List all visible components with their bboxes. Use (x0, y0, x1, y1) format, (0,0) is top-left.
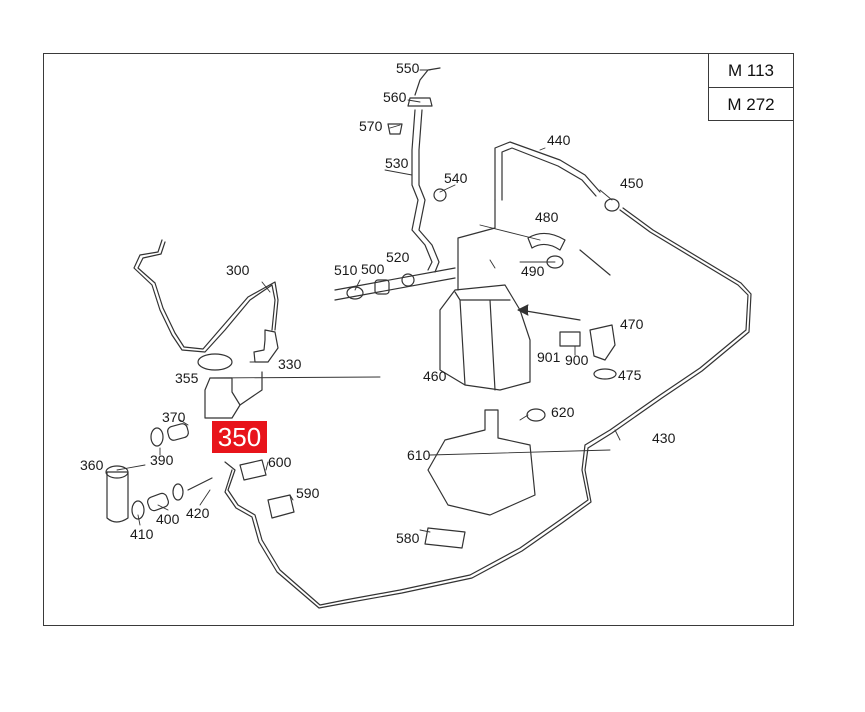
label-620[interactable]: 620 (551, 404, 575, 420)
hose-550[interactable] (414, 67, 441, 96)
hose-530[interactable] (411, 109, 433, 271)
label-440[interactable]: 440 (547, 132, 571, 148)
clamp-510[interactable] (346, 286, 364, 300)
label-530[interactable]: 530 (385, 155, 409, 171)
model-m113[interactable]: M 113 (709, 54, 793, 88)
bracket-590[interactable] (267, 494, 295, 519)
highlight-350-label[interactable]: 350 (218, 422, 261, 452)
label-430[interactable]: 430 (652, 430, 676, 446)
hose-400[interactable] (146, 492, 170, 512)
bracket-600[interactable] (239, 459, 267, 481)
label-540[interactable]: 540 (444, 170, 468, 186)
label-570[interactable]: 570 (359, 118, 383, 134)
elbow-330[interactable] (253, 329, 279, 363)
highlight-350-bg (212, 421, 267, 453)
label-355[interactable]: 355 (175, 370, 199, 386)
clamp-420[interactable] (172, 483, 184, 501)
label-500[interactable]: 500 (361, 261, 385, 277)
clamp-390[interactable] (150, 427, 164, 447)
filter-360[interactable] (106, 471, 129, 523)
label-450[interactable]: 450 (620, 175, 644, 191)
clamp-450[interactable] (604, 198, 620, 212)
plug-570[interactable] (387, 123, 403, 135)
cap-560[interactable] (407, 97, 433, 107)
label-900[interactable]: 900 (565, 352, 589, 368)
label-560[interactable]: 560 (383, 89, 407, 105)
label-520[interactable]: 520 (386, 249, 410, 265)
label-580[interactable]: 580 (396, 530, 420, 546)
hose-480[interactable] (527, 232, 566, 251)
model-m272[interactable]: M 272 (727, 94, 775, 114)
clamp-520[interactable] (401, 273, 415, 287)
label-475[interactable]: 475 (618, 367, 642, 383)
label-550[interactable]: 550 (396, 60, 420, 76)
seal-475[interactable] (593, 368, 617, 380)
pipe-300[interactable] (133, 239, 276, 353)
label-901[interactable]: 901 (537, 349, 561, 365)
label-300[interactable]: 300 (226, 262, 250, 278)
clamp-355[interactable] (197, 353, 233, 371)
grommet-540[interactable] (433, 188, 447, 202)
hose-500[interactable] (374, 279, 390, 295)
label-360[interactable]: 360 (80, 457, 104, 473)
label-410[interactable]: 410 (130, 526, 154, 542)
valve-350[interactable] (204, 377, 241, 419)
label-470[interactable]: 470 (620, 316, 644, 332)
label-420[interactable]: 420 (186, 505, 210, 521)
label-590[interactable]: 590 (296, 485, 320, 501)
clamp-410[interactable] (131, 500, 145, 520)
label-460[interactable]: 460 (423, 368, 447, 384)
label-480[interactable]: 480 (535, 209, 559, 225)
label-600[interactable]: 600 (268, 454, 292, 470)
pipe-430[interactable] (224, 209, 749, 606)
bracket-610[interactable] (427, 409, 536, 516)
label-370[interactable]: 370 (162, 409, 186, 425)
label-390[interactable]: 390 (150, 452, 174, 468)
hose-440[interactable] (494, 141, 601, 201)
diagram-frame (43, 53, 794, 626)
label-510[interactable]: 510 (334, 262, 358, 278)
pump-470[interactable] (589, 324, 616, 361)
connector-580[interactable] (424, 527, 466, 549)
model-table: M 113 M 272 (708, 53, 794, 121)
label-400[interactable]: 400 (156, 511, 180, 527)
hose-370[interactable] (167, 423, 190, 442)
grommet-620[interactable] (526, 408, 546, 422)
label-610[interactable]: 610 (407, 447, 431, 463)
label-490[interactable]: 490 (521, 263, 545, 279)
reservoir-460[interactable] (439, 284, 531, 391)
label-330[interactable]: 330 (278, 356, 302, 372)
